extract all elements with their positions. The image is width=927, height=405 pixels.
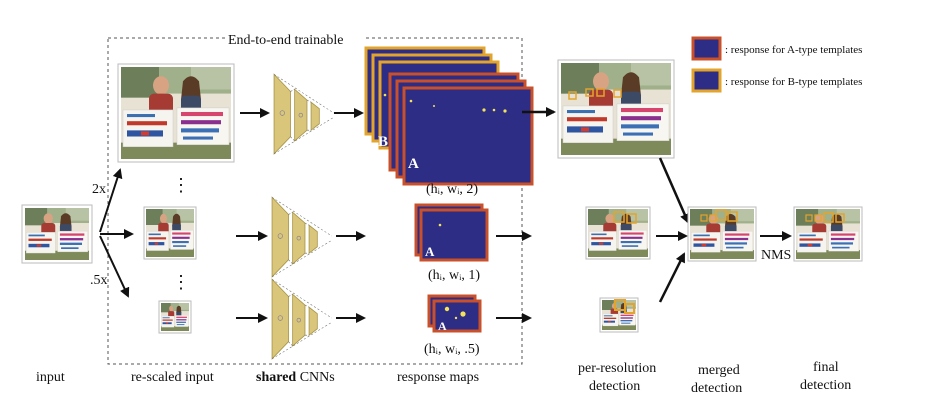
label-per-res-1: per-resolution bbox=[578, 361, 656, 376]
rescaled-photo-small bbox=[158, 300, 192, 334]
cnn-block-mid bbox=[271, 196, 333, 278]
frame-title: End-to-end trainable bbox=[228, 33, 343, 48]
legend: : response for A-type templates : respon… bbox=[691, 36, 862, 93]
label-shared-cnns: shared CNNs bbox=[256, 370, 335, 385]
map-dims-medium: (hᵢ, wᵢ, 1) bbox=[428, 268, 480, 283]
label-final-1: final bbox=[813, 360, 839, 375]
ellipsis-upper: ⋮ bbox=[172, 175, 190, 195]
map-letter-a-medium: A bbox=[425, 244, 435, 259]
input-photo bbox=[21, 204, 93, 264]
cnn-block-top bbox=[273, 73, 335, 155]
response-map-small: A bbox=[427, 294, 482, 333]
map-letter-b: B bbox=[378, 134, 388, 150]
label-shared-bold: shared bbox=[256, 370, 296, 385]
response-map-large: B A bbox=[364, 46, 534, 186]
detection-photo-large bbox=[557, 59, 675, 159]
detection-photo-small bbox=[599, 297, 639, 333]
cnn-block-bot bbox=[271, 278, 333, 360]
rescaled-photo-large bbox=[117, 63, 235, 163]
frame-title-bg bbox=[226, 29, 364, 47]
arrow-down-half bbox=[99, 235, 130, 298]
rescaled-photo-medium bbox=[143, 206, 197, 260]
label-cnns: CNNs bbox=[296, 370, 335, 385]
label-per-res-2: detection bbox=[589, 379, 640, 394]
scale-2x-label: 2x bbox=[92, 182, 106, 197]
map-letter-a-large: A bbox=[408, 156, 419, 172]
label-response-maps: response maps bbox=[397, 370, 479, 385]
map-dims-small: (hᵢ, wᵢ, .5) bbox=[424, 342, 480, 357]
legend-b-text: : response for B-type templates bbox=[725, 76, 862, 88]
arrow-up-2x bbox=[99, 168, 123, 233]
merged-detection-photo bbox=[687, 206, 757, 262]
legend-b-swatch bbox=[691, 68, 722, 93]
label-merged-1: merged bbox=[698, 363, 740, 378]
arrow-merge-top bbox=[658, 157, 690, 224]
response-map-medium: A bbox=[414, 203, 489, 262]
final-detection-photo bbox=[793, 206, 863, 262]
detection-photo-medium bbox=[585, 206, 651, 260]
map-dims-large: (hᵢ, wᵢ, 2) bbox=[426, 182, 478, 197]
nms-label: NMS bbox=[761, 248, 791, 263]
legend-a-text: : response for A-type templates bbox=[725, 44, 862, 56]
scale-half-label: .5x bbox=[90, 273, 108, 288]
label-rescaled-input: re-scaled input bbox=[131, 370, 214, 385]
label-final-2: detection bbox=[800, 378, 851, 393]
legend-a-swatch bbox=[691, 36, 722, 61]
label-merged-2: detection bbox=[691, 381, 742, 396]
arrow-merge-bot bbox=[658, 252, 686, 303]
ellipsis-lower: ⋮ bbox=[172, 272, 190, 292]
map-letter-a-small: A bbox=[438, 319, 447, 333]
label-input: input bbox=[36, 370, 65, 385]
